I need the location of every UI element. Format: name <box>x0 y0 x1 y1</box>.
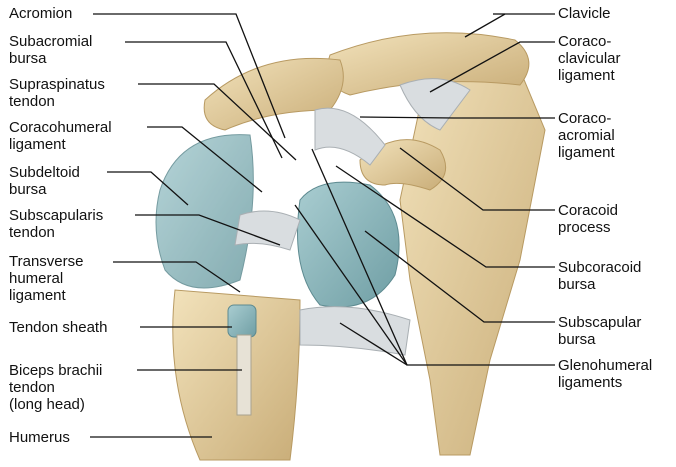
label-clavicle: Clavicle <box>558 5 611 22</box>
subdeltoid-bursa-shape <box>156 135 253 288</box>
label-subscapular-bursa: Subscapular bursa <box>558 314 641 348</box>
label-coracoid-process: Coracoid process <box>558 202 618 236</box>
label-biceps-brachii-tendon: Biceps brachii tendon (long head) <box>9 362 102 413</box>
tendon-sheath-shape <box>228 305 256 337</box>
label-subscapularis-tendon: Subscapularis tendon <box>9 207 103 241</box>
label-subcoracoid-bursa: Subcoracoid bursa <box>558 259 641 293</box>
label-coracoacromial-ligament: Coraco- acromial ligament <box>558 110 615 161</box>
label-acromion: Acromion <box>9 5 72 22</box>
biceps-tendon-shape <box>237 335 251 415</box>
label-coracoclavicular-ligament: Coraco- clavicular ligament <box>558 33 621 84</box>
label-glenohumeral-ligaments: Glenohumeral ligaments <box>558 357 652 391</box>
label-supraspinatus-tendon: Supraspinatus tendon <box>9 76 105 110</box>
label-coracohumeral-ligament: Coracohumeral ligament <box>9 119 112 153</box>
label-subdeltoid-bursa: Subdeltoid bursa <box>9 164 80 198</box>
subscapular-bursa-shape <box>298 182 400 307</box>
label-subacromial-bursa: Subacromial bursa <box>9 33 92 67</box>
label-transverse-humeral-ligament: Transverse humeral ligament <box>9 253 83 304</box>
label-tendon-sheath: Tendon sheath <box>9 319 107 336</box>
glenohumeral-ligament-shape <box>300 307 410 355</box>
label-humerus: Humerus <box>9 429 70 446</box>
